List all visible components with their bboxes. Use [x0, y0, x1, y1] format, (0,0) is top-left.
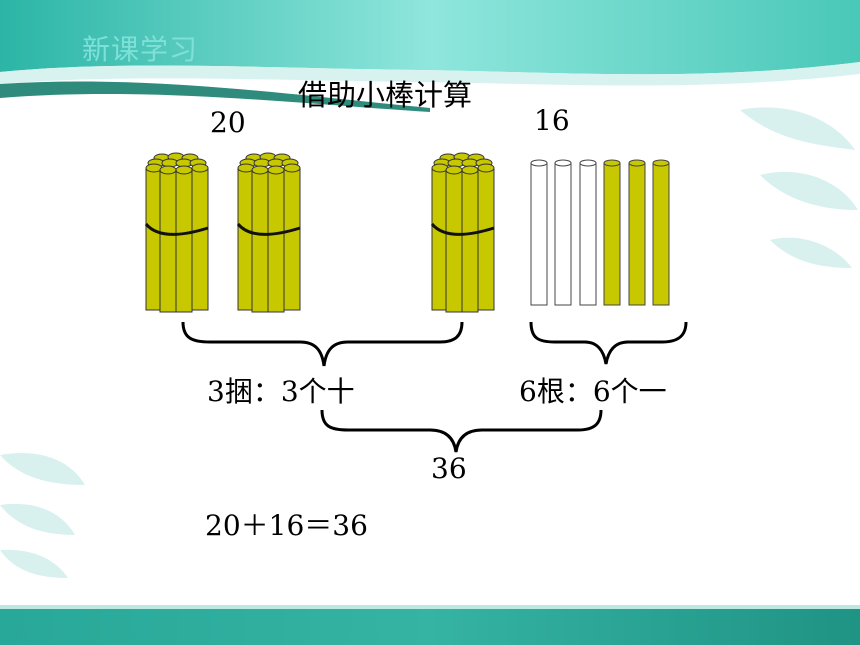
stick-bundle-3 — [430, 151, 496, 314]
brace-total — [320, 409, 603, 453]
ones-label: 6根：6个一 — [519, 375, 667, 408]
slide-subtitle: 借助小棒计算 — [298, 78, 473, 112]
leaf-decoration-right — [740, 107, 858, 268]
total-number: 36 — [431, 452, 467, 485]
tens-group-number: 20 — [210, 106, 246, 139]
stick-bundle-1 — [144, 151, 210, 314]
stick-bundle-2 — [236, 151, 302, 314]
brace-tens — [181, 321, 464, 367]
section-title: 新课学习 — [82, 33, 199, 66]
single-sticks — [530, 159, 670, 306]
equation: 20＋16＝36 — [205, 509, 368, 542]
brace-ones — [529, 321, 688, 365]
footer-band — [0, 608, 860, 645]
ones-group-number: 16 — [534, 104, 570, 137]
leaf-decoration-left — [0, 453, 85, 578]
tens-label: 3捆：3个十 — [207, 375, 355, 408]
header-band — [0, 0, 860, 75]
